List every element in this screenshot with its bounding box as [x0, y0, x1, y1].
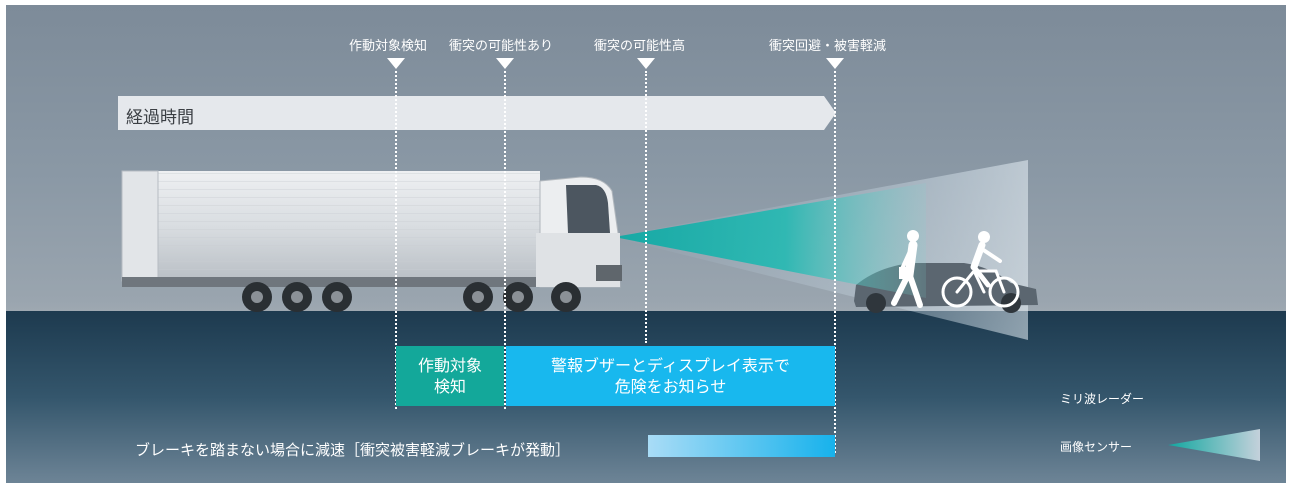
elapsed-time-arrow [118, 96, 824, 130]
camera-sensor-legend-icon [1168, 429, 1260, 461]
stage-marker-detect [387, 58, 405, 69]
diagram-canvas: 作動対象検知 衝突の可能性あり 衝突の可能性高 衝突回避・被害軽減 経過時間 [6, 5, 1286, 483]
elapsed-time-arrowhead [824, 96, 836, 130]
warning-phase-line2: 危険をお知らせ [614, 377, 727, 396]
elapsed-time-label: 経過時間 [126, 108, 194, 128]
brake-label: ブレーキを踏まない場合に減速［衝突被害軽減ブレーキが発動］ [135, 441, 571, 459]
truck [121, 170, 622, 312]
camera-beam [614, 183, 926, 298]
guide-line-possible [504, 71, 506, 409]
guide-line-avoid [834, 71, 836, 453]
radar-legend-label: ミリ波レーダー [1060, 392, 1145, 406]
stage-label-possible: 衝突の可能性あり [449, 39, 554, 54]
detect-phase-box: 作動対象 検知 [396, 346, 504, 406]
camera-legend-label: 画像センサー [1060, 440, 1133, 454]
guide-line-high [645, 71, 647, 343]
warning-phase-line1: 警報ブザーとディスプレイ表示で [551, 356, 790, 375]
pedestrian-icon [891, 230, 923, 308]
stage-marker-possible [496, 58, 514, 69]
detect-phase-line2: 検知 [433, 377, 466, 396]
cyclist-icon [941, 231, 1020, 308]
stage-marker-high [637, 58, 655, 69]
warning-phase-box: 警報ブザーとディスプレイ表示で 危険をお知らせ [506, 346, 835, 406]
scene-illustration [121, 160, 1260, 461]
stage-label-avoid: 衝突回避・被害軽減 [769, 39, 887, 54]
detect-phase-line1: 作動対象 [417, 356, 482, 375]
stage-label-high: 衝突の可能性高 [594, 39, 686, 54]
brake-phase-bar [648, 435, 835, 457]
guide-line-detect [395, 71, 397, 409]
stage-label-detect: 作動対象検知 [349, 39, 428, 54]
stage-marker-avoid [826, 58, 844, 69]
